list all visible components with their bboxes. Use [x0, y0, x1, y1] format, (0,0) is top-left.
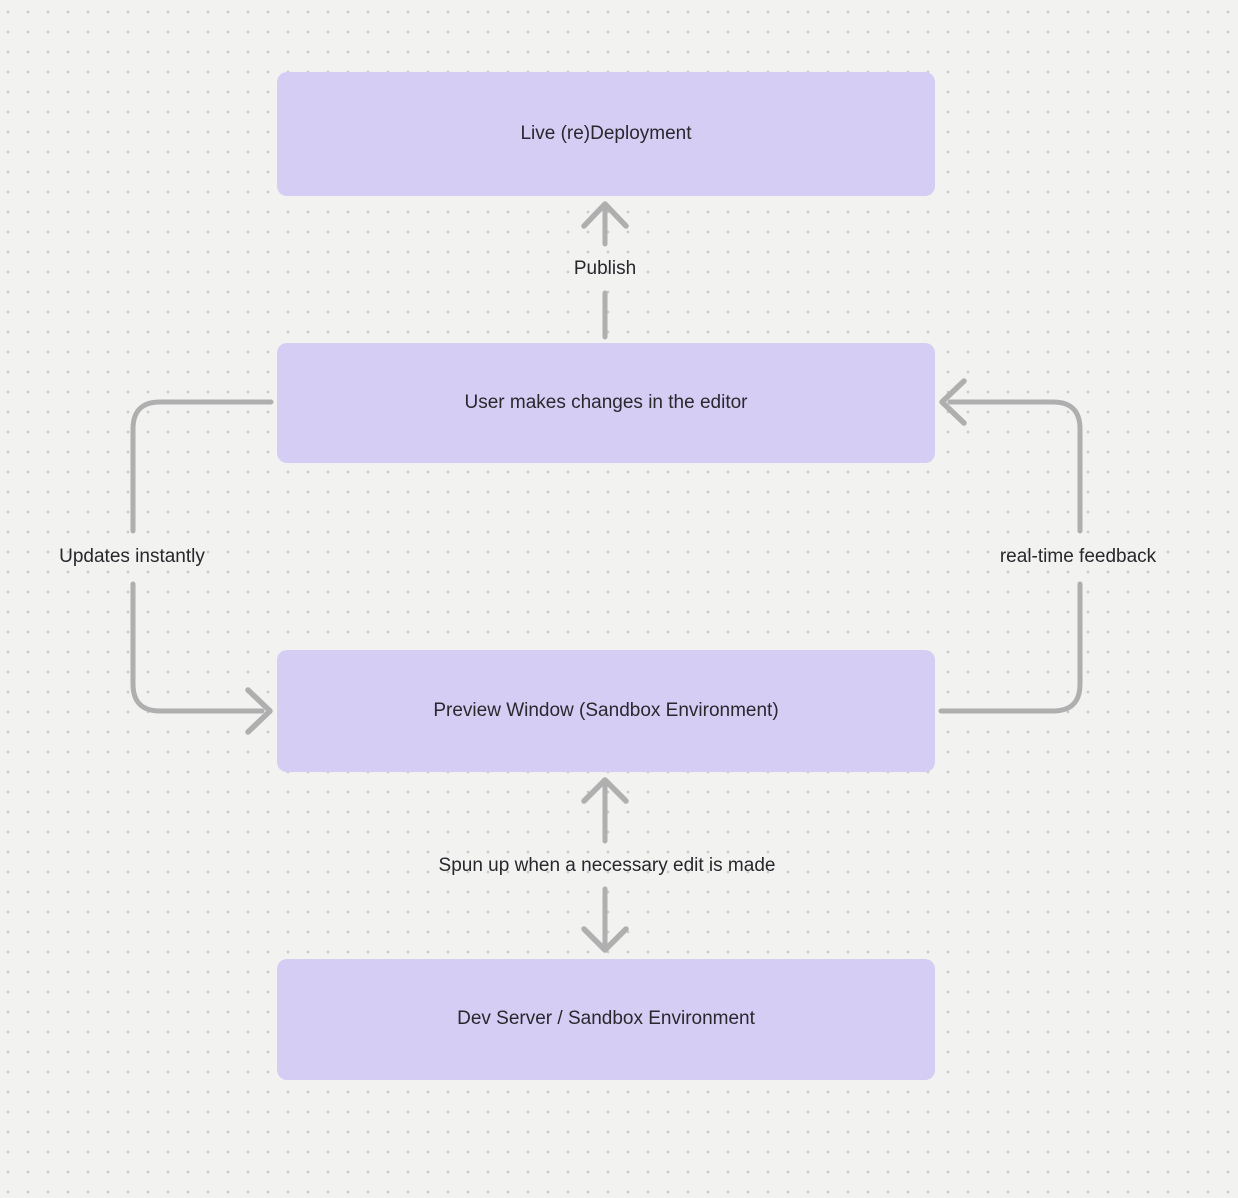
edge-label-publish: Publish	[573, 258, 637, 279]
arrow-left-icon	[939, 378, 967, 426]
edge-label-updates-instantly: Updates instantly	[59, 546, 205, 567]
arrow-up-icon	[581, 777, 629, 804]
node-user-editor[interactable]: User makes changes in the editor	[277, 343, 935, 463]
node-preview-window[interactable]: Preview Window (Sandbox Environment)	[277, 650, 935, 772]
arrow-down-icon	[581, 926, 629, 953]
publish-arrow	[581, 201, 629, 340]
edge-label-real-time-feedback: real-time feedback	[999, 546, 1157, 567]
updates-instantly-arrow	[130, 399, 274, 735]
node-label: User makes changes in the editor	[464, 391, 748, 413]
node-label: Live (re)Deployment	[520, 122, 692, 144]
node-dev-server[interactable]: Dev Server / Sandbox Environment	[277, 959, 935, 1080]
spun-up-arrow	[581, 777, 629, 953]
real-time-feedback-arrow	[938, 378, 1083, 714]
node-label: Preview Window (Sandbox Environment)	[433, 699, 779, 721]
edge-label-spun-up: Spun up when a necessary edit is made	[438, 855, 776, 876]
node-live-redeployment[interactable]: Live (re)Deployment	[277, 72, 935, 196]
arrow-right-icon	[245, 687, 273, 735]
node-label: Dev Server / Sandbox Environment	[457, 1008, 755, 1030]
arrow-up-icon	[581, 201, 629, 229]
